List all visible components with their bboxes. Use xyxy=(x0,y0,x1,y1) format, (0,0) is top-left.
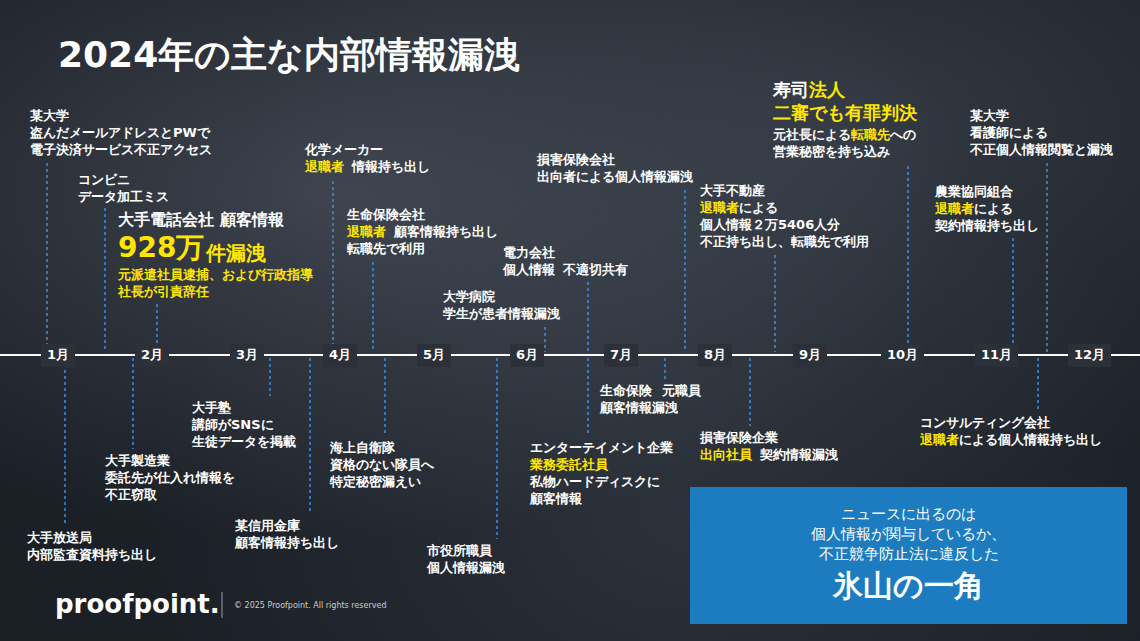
highlight-text: 退職者 xyxy=(347,224,386,241)
event-text: 損害保険企業 xyxy=(700,430,778,447)
event-text: への xyxy=(890,127,916,144)
event-text: 特定秘密漏えい xyxy=(330,474,421,491)
highlight-text: 件漏洩 xyxy=(206,240,266,266)
event-text: 看護師による xyxy=(970,125,1048,142)
copyright-note: © 2025 Proofpoint. All rights reserved xyxy=(234,601,386,611)
event-text: 大手不動産 xyxy=(700,183,765,200)
event-text: 生徒データを掲載 xyxy=(192,434,296,451)
event-text: 個人情報 xyxy=(503,262,555,279)
event-text: 大手塾 xyxy=(192,400,231,417)
callout-box: ニュースに出るのは 個人情報が関与しているか、 不正競争防止法に違反した氷山の一… xyxy=(690,487,1127,624)
event-text: 大手製造業 xyxy=(105,453,170,470)
month-label: 1月 xyxy=(41,344,75,367)
month-label: 11月 xyxy=(975,344,1018,367)
footer-logo: proofpoint. xyxy=(55,588,220,622)
highlight-text: 退職者 xyxy=(305,159,344,176)
event-text: 委託先が仕入れ情報を xyxy=(105,470,235,487)
event-text: 化学メーカー xyxy=(305,142,383,159)
highlight-text: 法人 xyxy=(809,78,845,101)
highlight-text: 出向社員 xyxy=(700,447,752,464)
event-text: データ加工ミス xyxy=(78,189,169,206)
event-text: 某信用金庫 xyxy=(235,518,300,535)
event-text: 内部監査資料持ち出し xyxy=(27,547,157,564)
footer-divider xyxy=(222,592,223,618)
highlight-text: 退職者 xyxy=(935,201,974,218)
event-text: 電子決済サービス不正アクセス xyxy=(30,142,212,159)
month-label: 6月 xyxy=(510,344,544,367)
event-text: による xyxy=(974,201,1013,218)
event-text: による xyxy=(739,200,778,217)
event-text: 元社長による xyxy=(773,127,851,144)
month-label: 4月 xyxy=(323,344,357,367)
event-text: 転職先で利用 xyxy=(347,241,425,258)
event-text: 不正個人情報閲覧と漏洩 xyxy=(970,142,1113,159)
month-label: 9月 xyxy=(793,344,827,367)
event-text: 顧客情報持ち出し xyxy=(235,535,339,552)
event-text: 生命保険会社 xyxy=(347,207,425,224)
highlight-text: 業務委託社員 xyxy=(530,457,608,474)
leader-lines xyxy=(47,163,1047,539)
event-text: 損害保険会社 xyxy=(537,152,615,169)
event-text: 個人情報２万5406人分 xyxy=(700,217,840,234)
event-text: 顧客情報漏洩 xyxy=(600,400,678,417)
event-text: コンサルティング会社 xyxy=(920,415,1050,432)
event-text: コンビニ xyxy=(78,172,130,189)
highlight-text: 二審でも有罪判決 xyxy=(773,101,917,124)
event-text: 海上自衛隊 xyxy=(330,440,395,457)
event-text: 不正持ち出し、転職先で利用 xyxy=(700,234,869,251)
highlight-text: 元派遣社員逮捕、および行政指導 xyxy=(118,267,313,284)
event-text: 資格のない隊員へ xyxy=(330,457,434,474)
event-text: 寿司 xyxy=(773,78,809,101)
event-text: 講師がSNSに xyxy=(192,417,274,434)
event-text: 個人情報漏洩 xyxy=(427,560,505,577)
event-text: 某大学 xyxy=(970,108,1009,125)
highlight-text: 928万 xyxy=(118,230,204,266)
event-text: 大手電話会社 顧客情報 xyxy=(118,210,284,231)
highlight-text: 社長が引責辞任 xyxy=(118,284,209,301)
event-text: 顧客情報持ち出し xyxy=(394,224,498,241)
callout-body: ニュースに出るのは 個人情報が関与しているか、 不正競争防止法に違反した xyxy=(801,504,1016,565)
event-text: 元職員 xyxy=(662,383,701,400)
event-text: 顧客情報 xyxy=(530,491,582,508)
event-text: 契約情報漏洩 xyxy=(760,447,838,464)
event-text: 不適切共有 xyxy=(563,262,628,279)
event-text: 大学病院 xyxy=(443,289,495,306)
event-text: 私物ハードディスクに xyxy=(530,474,660,491)
month-label: 2月 xyxy=(135,344,169,367)
month-label: 10月 xyxy=(881,344,924,367)
callout-heading: 氷山の一角 xyxy=(833,566,984,607)
event-text: 不正窃取 xyxy=(105,487,157,504)
month-label: 3月 xyxy=(230,344,264,367)
event-text: 情報持ち出し xyxy=(352,159,430,176)
event-text: による個人情報持ち出し xyxy=(959,432,1102,449)
highlight-text: 退職者 xyxy=(700,200,739,217)
event-text: 契約情報持ち出し xyxy=(935,218,1039,235)
event-text: 農業協同組合 xyxy=(935,184,1013,201)
event-text: 出向者による個人情報漏洩 xyxy=(537,169,693,186)
event-text: 営業秘密を持ち込み xyxy=(773,144,890,161)
event-text: 電力会社 xyxy=(503,245,555,262)
timeline-axis xyxy=(0,354,1140,356)
event-text: 盗んだメールアドレスとPWで xyxy=(30,125,210,142)
month-label: 5月 xyxy=(417,344,451,367)
highlight-text: 退職者 xyxy=(920,432,959,449)
month-label: 8月 xyxy=(698,344,732,367)
highlight-text: 転職先 xyxy=(851,127,890,144)
event-text: 大手放送局 xyxy=(27,530,92,547)
month-label: 12月 xyxy=(1068,344,1111,367)
diagram-title: 2024年の主な内部情報漏洩 xyxy=(58,32,520,79)
event-text: 市役所職員 xyxy=(427,543,492,560)
event-text: 某大学 xyxy=(30,108,69,125)
event-text: 学生が患者情報漏洩 xyxy=(443,306,560,323)
event-text: 生命保険 xyxy=(600,383,652,400)
month-label: 7月 xyxy=(604,344,638,367)
event-text: エンターテイメント企業 xyxy=(530,440,673,457)
